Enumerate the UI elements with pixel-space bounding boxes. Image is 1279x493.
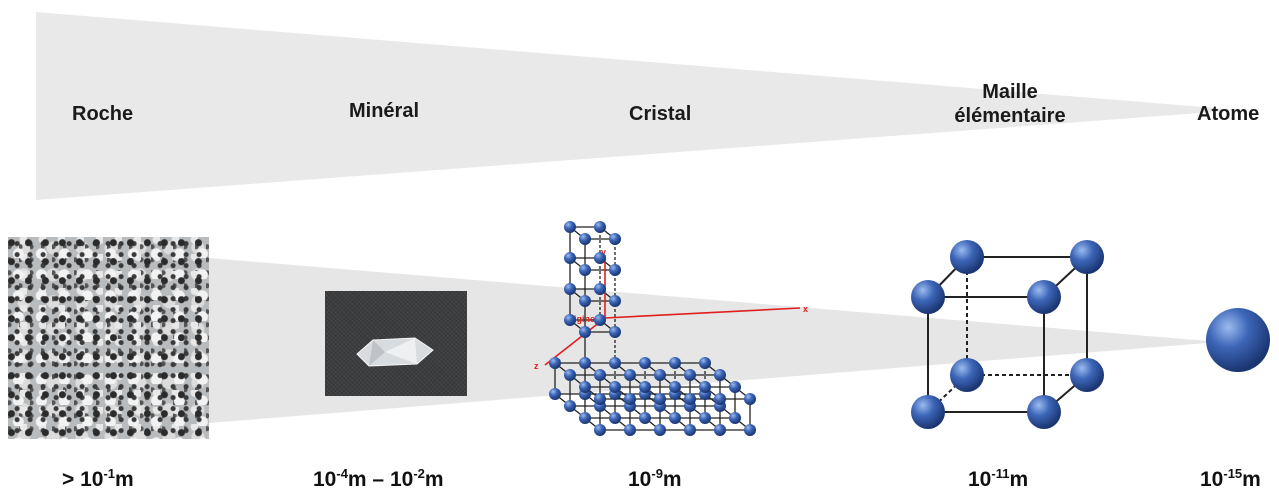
atom-sphere (1206, 308, 1270, 372)
scale-maille: 10-11m (968, 466, 1029, 491)
label-mineral: Minéral (349, 100, 420, 122)
label-maille-elementaire: Maille élémentaire (940, 80, 1080, 128)
scale-cristal: 10-9m (628, 466, 682, 491)
label-cristal: Cristal (629, 103, 692, 125)
lattice-atom (654, 369, 666, 381)
lattice-atom (684, 393, 696, 405)
lattice-atom (729, 412, 741, 424)
label-maille-line2: élémentaire (954, 105, 1066, 127)
label-roche: Roche (72, 103, 134, 125)
lattice-atom (609, 264, 621, 276)
lattice-atom (624, 369, 636, 381)
lattice-atom (609, 412, 621, 424)
lattice-atom (564, 283, 576, 295)
lattice-atom (579, 412, 591, 424)
lattice-atom (609, 295, 621, 307)
lattice-atom (669, 357, 681, 369)
crystal-atoms (549, 221, 756, 436)
lattice-atom (549, 388, 561, 400)
lattice-atom (639, 381, 651, 393)
lattice-atom (669, 412, 681, 424)
origin-label: origine (565, 314, 595, 324)
top-scale-wedge (36, 12, 1240, 200)
lattice-atom (699, 412, 711, 424)
lattice-atom (564, 252, 576, 264)
x-axis-line (604, 307, 801, 319)
lattice-atom (624, 393, 636, 405)
lattice-atom (564, 221, 576, 233)
scale-atome: 10-15m (1200, 466, 1261, 491)
lattice-atom (564, 400, 576, 412)
label-maille-line1: Maille (982, 81, 1038, 103)
cell-atom (1027, 395, 1061, 429)
lattice-atom (579, 381, 591, 393)
lattice-atom (729, 381, 741, 393)
lattice-atom (594, 314, 606, 326)
lattice-atom (579, 233, 591, 245)
lattice-atom (744, 424, 756, 436)
lattice-atom (684, 369, 696, 381)
lattice-atom (639, 357, 651, 369)
lattice-atom (594, 424, 606, 436)
lattice-atom (579, 264, 591, 276)
x-axis-label: x (803, 304, 808, 314)
cell-atom (911, 280, 945, 314)
cell-atom (950, 240, 984, 274)
lattice-atom (654, 424, 666, 436)
lattice-atom (609, 233, 621, 245)
scale-roche: > 10-1m (62, 466, 134, 491)
lattice-atom (594, 393, 606, 405)
lattice-atom (594, 283, 606, 295)
lattice-atom (594, 252, 606, 264)
cell-atom (1027, 280, 1061, 314)
lattice-atom (609, 381, 621, 393)
lattice-atom (699, 357, 711, 369)
lattice-atom (549, 357, 561, 369)
z-axis-label: z (534, 361, 539, 371)
lattice-atom (564, 314, 576, 326)
rock-image (8, 237, 209, 439)
lattice-atom (579, 295, 591, 307)
lattice-atom (744, 393, 756, 405)
lattice-atom (579, 357, 591, 369)
cell-atom (1070, 358, 1104, 392)
lattice-atom (669, 381, 681, 393)
lattice-atom (714, 369, 726, 381)
lattice-atom (654, 393, 666, 405)
lattice-atom (639, 412, 651, 424)
y-axis-label: y (601, 247, 606, 257)
lattice-atom (714, 393, 726, 405)
label-atome: Atome (1197, 103, 1260, 125)
lattice-atom (699, 381, 711, 393)
lattice-atom (579, 326, 591, 338)
lattice-atom (594, 369, 606, 381)
lattice-atom (714, 424, 726, 436)
cell-atom (950, 358, 984, 392)
lattice-atom (624, 424, 636, 436)
lattice-atom (564, 369, 576, 381)
cell-atom (1070, 240, 1104, 274)
scale-mineral: 10-4m – 10-2m (313, 466, 444, 491)
lattice-atom (609, 357, 621, 369)
lattice-atom (594, 221, 606, 233)
quartz-crystal-icon (356, 337, 434, 367)
unit-cell-atoms (911, 240, 1104, 429)
cell-atom (911, 395, 945, 429)
lattice-atom (609, 326, 621, 338)
lattice-atom (684, 424, 696, 436)
